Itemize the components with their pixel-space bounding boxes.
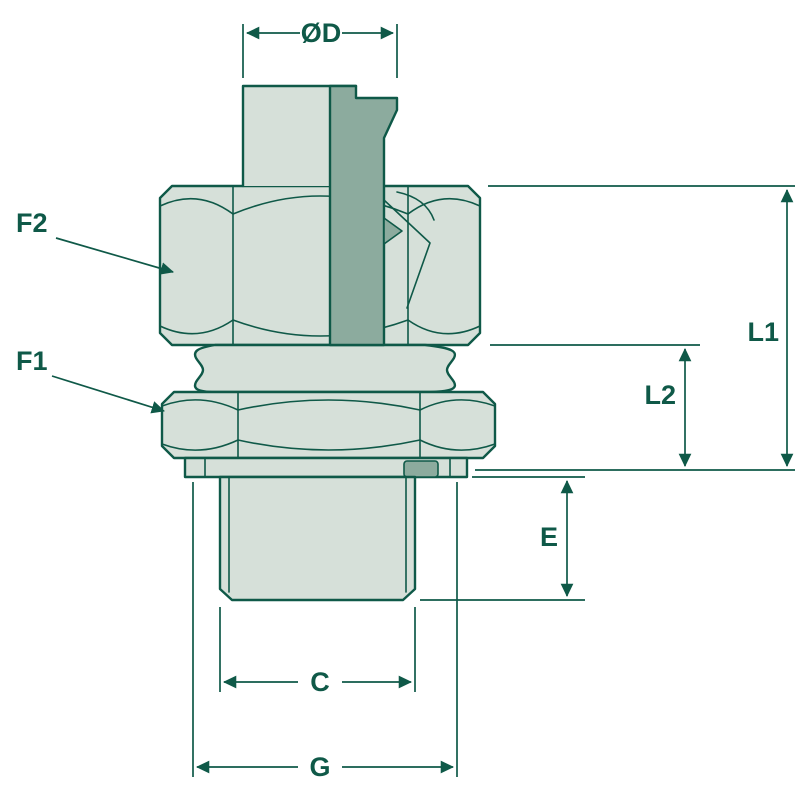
upper-hex-nut-chamfer-arc: [159, 197, 234, 215]
sealing-washer: [183, 456, 469, 479]
lower-hex-nut-chamfer-arc: [419, 439, 496, 451]
section-flange: [328, 84, 399, 347]
leader-line: [55, 237, 174, 275]
lower-hex-nut-chamfer-arc: [237, 399, 421, 411]
threaded-stud: [218, 475, 417, 602]
fitting-body: [158, 84, 497, 602]
dimension-od: ØD: [242, 18, 398, 78]
dimension-g: G: [192, 482, 458, 782]
dimension-c: C: [219, 607, 416, 697]
upper-hex-nut-chamfer-arc: [407, 197, 481, 215]
leader-line: [51, 375, 165, 414]
lower-hex-nut-chamfer-arc: [161, 399, 239, 411]
lower-hex-nut-chamfer-arc: [161, 439, 239, 451]
dimension-label-l2: L2: [644, 380, 676, 410]
seat-detail-wedge: [383, 217, 403, 245]
lower-hex-nut-chamfer-arc: [419, 399, 496, 411]
dimension-f1: F1: [16, 346, 165, 414]
tube-fill: [243, 86, 356, 186]
dimension-l2: L2: [490, 344, 700, 468]
dimension-label-f2: F2: [16, 208, 48, 238]
lower-hex-nut-chamfer-arc: [237, 439, 421, 451]
dimension-label-g: G: [309, 752, 330, 782]
dimension-label-od: ØD: [301, 18, 342, 48]
upper-hex-nut-chamfer-arc: [407, 319, 481, 335]
dimension-label-f1: F1: [16, 346, 48, 376]
tube-outline: [241, 84, 358, 188]
seat-detail-arc: [396, 191, 435, 221]
upper-hex-nut-chamfer-arc: [232, 195, 409, 215]
upper-hex-nut: [158, 184, 482, 347]
dimension-label-l1: L1: [747, 317, 779, 347]
seat-detail-line: [383, 199, 431, 309]
upper-hex-nut-chamfer-arc: [159, 319, 234, 335]
upper-hex-nut-chamfer-arc: [232, 319, 409, 337]
dimension-label-e: E: [540, 522, 558, 552]
dimension-label-c: C: [310, 667, 330, 697]
collar-groove: [193, 343, 457, 394]
dimension-f2: F2: [16, 208, 174, 275]
dimension-e: E: [420, 476, 585, 601]
dimension-l1: L1: [475, 185, 795, 471]
washer-section-ring: [403, 460, 439, 478]
